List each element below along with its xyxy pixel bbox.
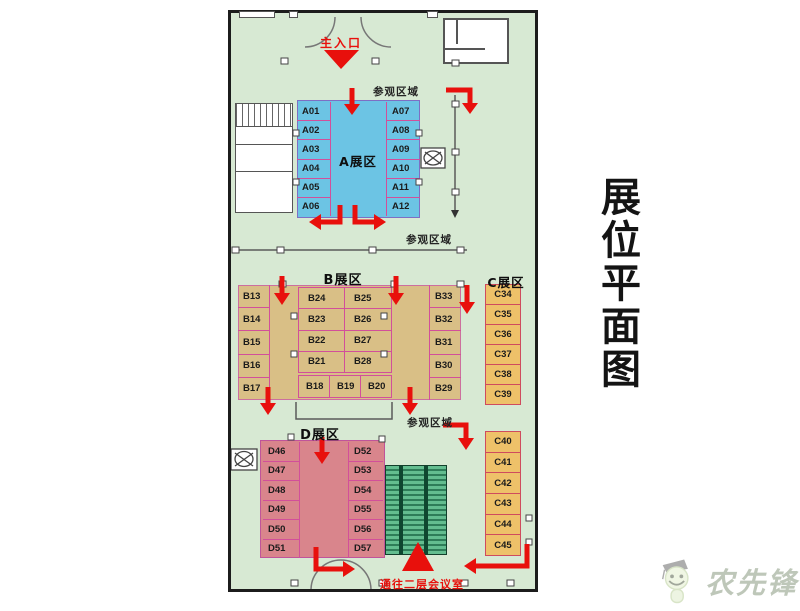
booth-d52: D52 [349,442,383,462]
booth-a04: A04 [297,160,330,179]
booth-b28: B28 [354,356,372,368]
side-rooms-left [235,126,293,213]
booth-d49: D49 [263,501,299,520]
room-divider-wall [236,171,292,172]
booth-b13: B13 [238,285,269,309]
booth-d55: D55 [349,501,383,520]
booth-b20: B20 [360,376,391,397]
booth-b31: B31 [430,331,461,355]
top-wall-window [239,11,275,18]
booth-a06: A06 [302,201,320,213]
booth-c37: C37 [485,344,521,365]
escalator-to-second-floor [385,465,447,555]
booth-d47: D47 [263,462,299,481]
top-wall-door-mark [427,11,438,18]
main-entrance-label: 主入口 [319,36,362,50]
booth-c38: C38 [485,364,521,385]
top-wall-door-mark [289,11,298,18]
booth-a12: A12 [392,201,410,213]
booth-b29: B29 [435,383,453,395]
booth-b23: B23 [299,309,345,331]
flow-arrow-top-right [446,87,473,105]
booth-d57: D57 [354,543,372,555]
visit-area-label-middle: 参观区域 [406,234,452,246]
booth-a03: A03 [297,140,330,160]
booth-d50: D50 [263,520,299,540]
booth-d56: D56 [349,520,383,540]
booth-a07: A07 [387,102,420,122]
booth-c42: C42 [485,472,521,495]
visit-area-label-lower: 参观区域 [407,417,453,429]
booth-d46: D46 [263,442,299,462]
booth-d51: D51 [268,543,286,555]
room-divider-wall [236,144,292,145]
restroom-upper-right [443,18,509,64]
elevator-icon-zone-d [231,448,258,471]
booth-b24: B24 [299,288,345,310]
booth-b25: B25 [345,288,391,310]
booth-b14: B14 [238,308,269,332]
booth-c36: C36 [485,324,521,345]
booth-b21: B21 [299,351,345,372]
booth-c43: C43 [485,493,521,515]
booth-b17: B17 [243,383,261,395]
booth-b33: B33 [430,285,461,309]
booth-b15: B15 [238,331,269,355]
booth-a01: A01 [297,102,330,122]
booth-b22: B22 [299,330,345,352]
booth-d48: D48 [263,481,299,501]
booth-b26: B26 [345,309,391,331]
zone-b-label: B展区 [323,273,363,288]
corridor-end-mark [451,210,459,218]
booth-a02: A02 [297,121,330,141]
zone-a-label: A展区 [339,154,377,169]
booth-a09: A09 [387,140,420,160]
booth-c45: C45 [485,534,521,557]
watermark: 农先锋 [658,554,798,608]
visit-area-label-top: 参观区域 [373,86,419,98]
booth-b18: B18 [306,381,324,392]
main-entrance-triangle [324,50,359,69]
booth-b30: B30 [430,355,461,378]
mascot-graduate-icon [661,559,689,604]
escalator-rail [399,466,403,554]
booth-c39: C39 [485,384,521,405]
page-title: 展位平面图 [594,176,641,391]
booth-a05: A05 [297,179,330,198]
zone-c-label: C展区 [487,275,525,290]
elevator-icon-zone-a [420,147,446,169]
booth-a11: A11 [387,179,420,198]
booth-c40: C40 [485,431,521,453]
booth-a08: A08 [387,121,420,141]
booth-d53: D53 [349,462,383,481]
booth-c44: C44 [485,513,521,536]
booth-b16: B16 [238,355,269,378]
booth-a10: A10 [387,160,420,179]
staircase-upper-left [235,103,293,128]
booth-b32: B32 [430,308,461,332]
meeting-room-route-label: 通往二层会议室 [380,579,464,591]
escalator-rail [424,466,428,554]
zone-d-label: D展区 [300,428,340,443]
doorway-below-zone-b [295,402,393,420]
booth-c41: C41 [485,451,521,474]
booth-b27: B27 [345,331,391,352]
watermark-brand-text: 农先锋 [704,566,798,600]
booth-d54: D54 [349,481,383,501]
booth-c35: C35 [485,304,521,325]
booth-b19: B19 [329,376,360,397]
